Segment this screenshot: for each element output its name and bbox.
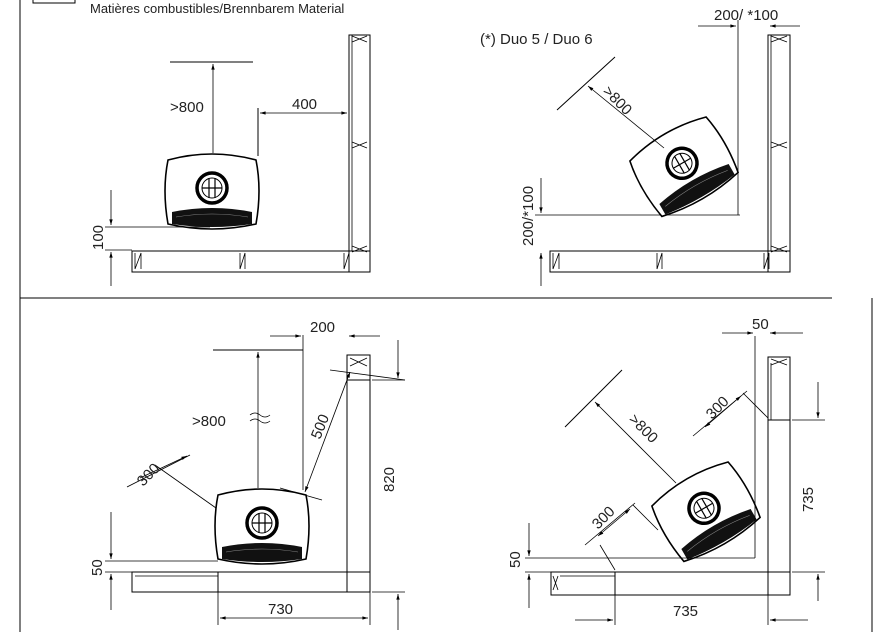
dim-floor-distance: 50 [89, 559, 106, 576]
dim-left-clearance: 300 [589, 503, 619, 533]
panel-bottom-right: 50 >800 300 300 735 735 50 [507, 316, 825, 625]
dim-top-distance: 200/ *100 [714, 7, 778, 24]
stove-icon [622, 108, 745, 225]
dim-height-clearance: >800 [192, 413, 226, 430]
legend-label: Matières combustibles/Brennbarem Materia… [90, 1, 344, 16]
dim-diagonal-clearance: >800 [625, 411, 661, 447]
dim-wall-width: 730 [268, 601, 293, 618]
dim-side-distance: 400 [292, 96, 317, 113]
stove-icon [163, 152, 261, 231]
dim-side-distance: 200/*100 [520, 186, 537, 246]
dim-wall-height: 735 [800, 487, 817, 512]
panel-top-right: (*) Duo 5 / Duo 6 200/ *100 >800 200/*10… [480, 7, 800, 286]
panel-top-left: >800 400 100 [90, 34, 371, 286]
stove-icon [644, 453, 767, 570]
stove-icon [213, 487, 311, 566]
panel-bottom-left: >800 200 500 300 820 730 50 [89, 319, 406, 630]
dim-top-distance: 50 [752, 316, 769, 333]
dim-right-clearance: 300 [703, 393, 733, 423]
dim-wall-width: 735 [673, 603, 698, 620]
dim-floor-distance: 100 [90, 225, 107, 250]
dim-floor-distance: 50 [507, 551, 524, 568]
model-note: (*) Duo 5 / Duo 6 [480, 31, 593, 48]
dim-diagonal-clearance: >800 [599, 83, 635, 119]
legend-swatch [32, 0, 76, 4]
dim-height-clearance: >800 [170, 99, 204, 116]
dim-wall-height: 820 [381, 467, 398, 492]
dim-diagonal-distance: 500 [308, 412, 333, 442]
dim-side-clearance: 300 [134, 460, 164, 490]
dim-top-distance: 200 [310, 319, 335, 336]
